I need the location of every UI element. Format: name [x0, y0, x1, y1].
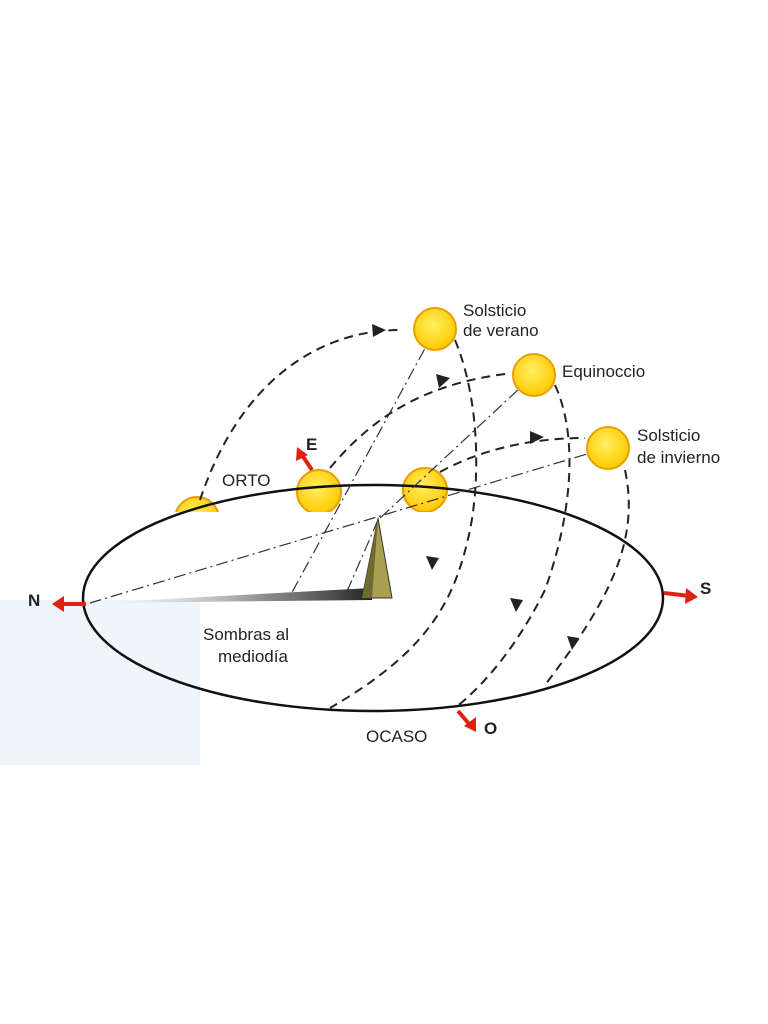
noon-shadow: [90, 588, 372, 603]
equinox-path-descent: [454, 384, 571, 709]
equinox-arrowhead-icon: [436, 374, 450, 388]
winter-solstice-path-descent: [544, 469, 630, 686]
gnomon-shade: [362, 518, 378, 598]
compass-south-label: S: [700, 579, 711, 598]
summer-arrowhead-icon: [372, 324, 386, 337]
background-wash: [0, 600, 200, 765]
noon-shadows-label: Sombras al: [203, 625, 289, 644]
sun-summer-solstice-icon: [413, 307, 457, 351]
compass-east-label: E: [306, 435, 317, 454]
sun-winter-solstice-icon: [586, 426, 630, 470]
sun-equinox-rise-icon: [296, 469, 342, 512]
sun-winter-rise-icon: [175, 496, 219, 512]
summer-solstice-label-2: de verano: [463, 321, 539, 340]
sun-equinox-icon: [512, 353, 556, 397]
ray-summer: [289, 329, 436, 597]
sunrise-label: ORTO: [222, 471, 271, 490]
compass-north-label: N: [28, 591, 40, 610]
summer-solstice-path-descent: [329, 339, 478, 709]
winter-solstice-label-2: de invierno: [637, 448, 720, 467]
winter-solstice-path: [439, 437, 586, 473]
sunset-label: OCASO: [366, 727, 427, 746]
summer-solstice-path: [199, 329, 401, 501]
equinox-label: Equinoccio: [562, 362, 645, 381]
equinox-path: [329, 373, 506, 469]
winter-solstice-label: Solsticio: [637, 426, 700, 445]
east-arrow-icon: [296, 447, 314, 472]
west-arrow-icon: [456, 709, 476, 732]
compass-west-label: O: [484, 719, 497, 738]
winter-down-arrowhead-icon: [567, 636, 579, 650]
summer-down-arrowhead-icon: [426, 556, 439, 570]
sun-summer-rise-icon: [402, 467, 448, 512]
winter-arrowhead-icon: [530, 431, 544, 444]
ray-equinox: [377, 374, 535, 521]
south-arrow-icon: [663, 588, 698, 604]
noon-shadows-label-2: mediodía: [218, 647, 288, 666]
ray-equinox-shadow: [344, 519, 379, 597]
equinox-down-arrowhead-icon: [510, 598, 523, 612]
horizon-ellipse: [81, 483, 665, 713]
north-arrow-icon: [52, 596, 86, 612]
summer-solstice-label: Solsticio: [463, 301, 526, 320]
ray-winter: [89, 447, 608, 604]
